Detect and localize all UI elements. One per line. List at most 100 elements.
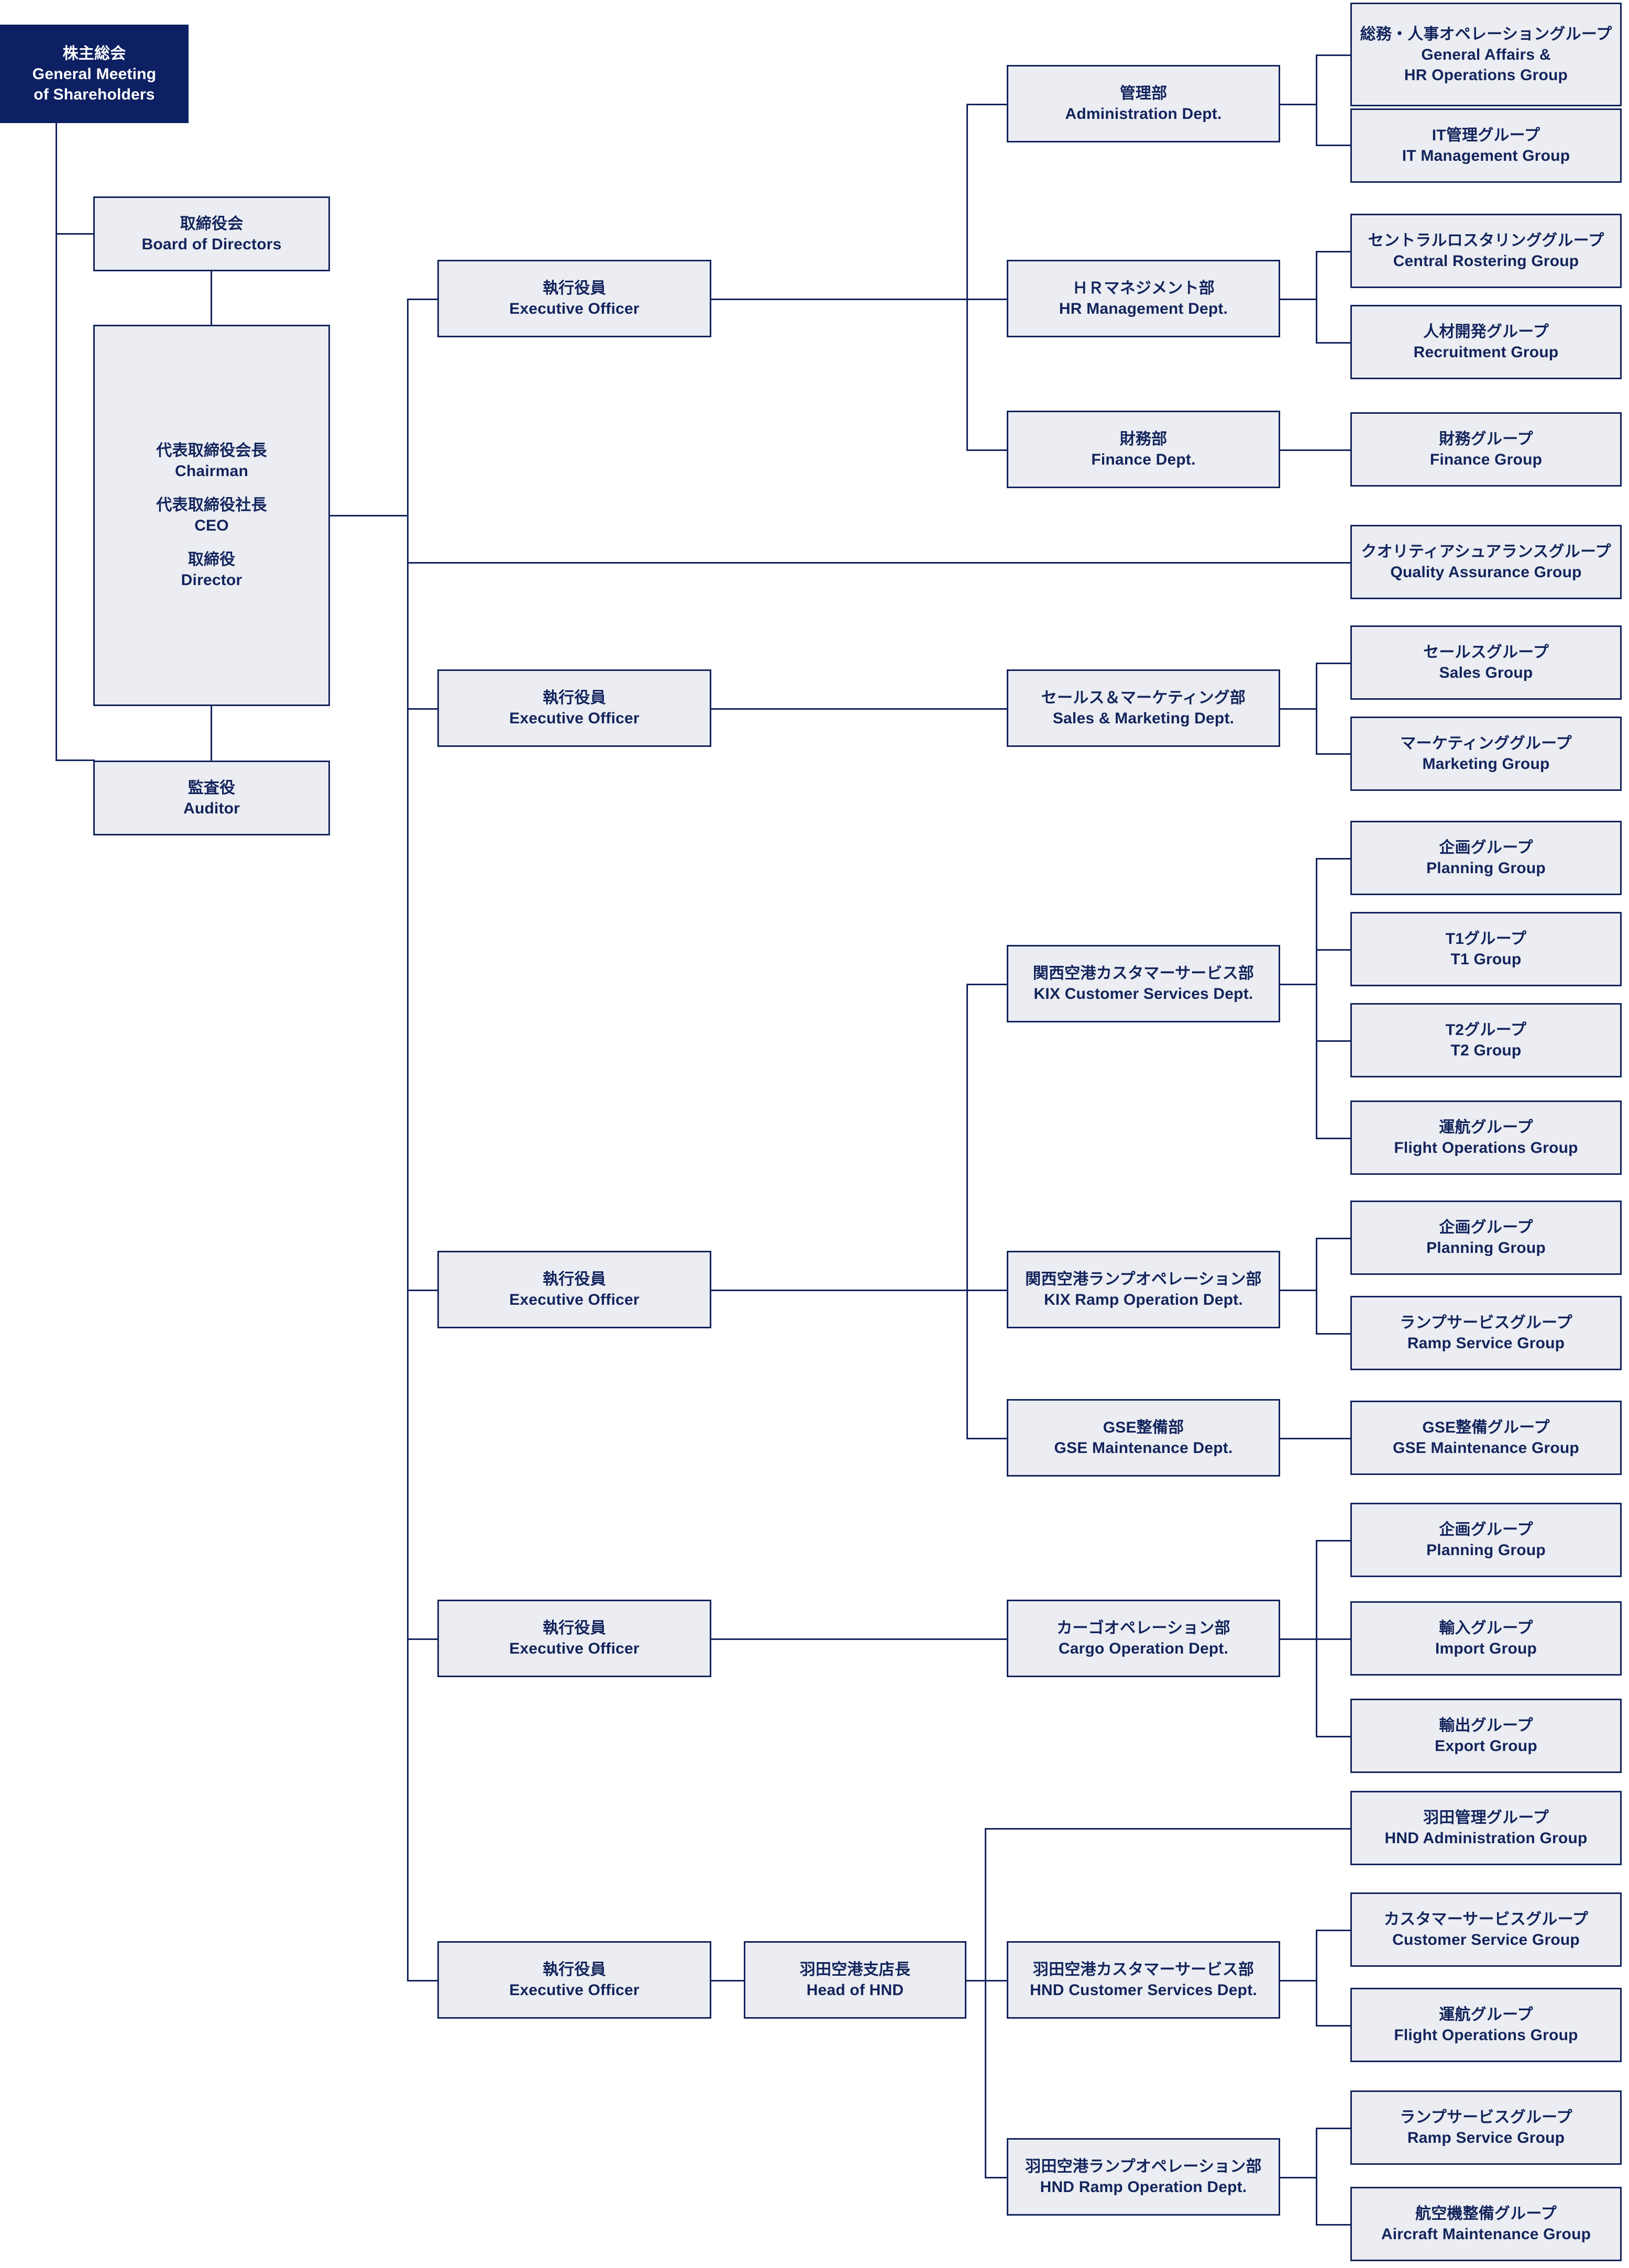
node-title-en: Executive Officer (509, 1981, 640, 1999)
node-title-en: Sales & Marketing Dept. (1052, 710, 1235, 727)
node-title-en: Import Group (1435, 1640, 1537, 1657)
node-group-t1[interactable]: T1グループ T1 Group (1350, 912, 1622, 986)
node-title-en: Flight Operations Group (1394, 1139, 1578, 1157)
connector-officer-2-in (407, 708, 438, 710)
node-title-jp: 管理部 (1119, 85, 1168, 102)
node-dept-kix-customer-services[interactable]: 関西空港カスタマーサービス部 KIX Customer Services Dep… (1007, 945, 1280, 1022)
node-dept-hr-management[interactable]: ＨＲマネジメント部 HR Management Dept. (1007, 260, 1280, 337)
node-head-of-hnd[interactable]: 羽田空港支店長 Head of HND (744, 1941, 966, 2019)
connector-officer-1-in (407, 299, 438, 300)
node-title-jp: 執行役員 (543, 1961, 606, 1978)
node-general-meeting-of-shareholders[interactable]: 株主総会 General Meeting of Shareholders (0, 25, 189, 123)
connector-hnd-admin-in (985, 1828, 1351, 1830)
node-executive-officer-3[interactable]: 執行役員 Executive Officer (437, 1251, 711, 1328)
node-auditor[interactable]: 監査役 Auditor (93, 761, 330, 835)
node-title-jp: 財務グループ (1439, 431, 1533, 448)
node-group-hnd-administration[interactable]: 羽田管理グループ HND Administration Group (1350, 1791, 1622, 1865)
node-executive-officer-4[interactable]: 執行役員 Executive Officer (437, 1600, 711, 1677)
node-dept-hnd-ramp-operation[interactable]: 羽田空港ランプオペレーション部 HND Ramp Operation Dept. (1007, 2138, 1280, 2216)
node-executive-officer-2[interactable]: 執行役員 Executive Officer (437, 669, 711, 747)
node-dept-gse-maintenance[interactable]: GSE整備部 GSE Maintenance Dept. (1007, 1399, 1280, 1477)
connector-group-13-in (1316, 1238, 1351, 1239)
node-title-jp: カーゴオペレーション部 (1056, 1620, 1230, 1637)
node-title-en: Flight Operations Group (1394, 2027, 1578, 2044)
node-title-en: IT Management Group (1402, 147, 1570, 164)
node-group-cargo-planning[interactable]: 企画グループ Planning Group (1350, 1503, 1622, 1577)
node-group-general-affairs-hr-operations[interactable]: 総務・人事オペレーショングループ General Affairs & HR Op… (1350, 3, 1622, 106)
connector-dept-2-bus (1316, 251, 1317, 343)
node-executive-officer-1[interactable]: 執行役員 Executive Officer (437, 260, 711, 337)
node-group-kix-ramp-planning[interactable]: 企画グループ Planning Group (1350, 1201, 1622, 1275)
node-group-it-management[interactable]: IT管理グループ IT Management Group (1350, 108, 1622, 183)
connector-group-12-in (1316, 1138, 1351, 1139)
node-group-recruitment[interactable]: 人材開発グループ Recruitment Group (1350, 305, 1622, 379)
node-group-sales[interactable]: セールスグループ Sales Group (1350, 625, 1622, 700)
node-title-en: Executive Officer (509, 1291, 640, 1308)
node-group-gse-maintenance[interactable]: GSE整備グループ GSE Maintenance Group (1350, 1401, 1622, 1475)
node-executive-leadership[interactable]: 代表取締役会長 Chairman 代表取締役社長 CEO 取締役 Directo… (93, 325, 330, 706)
node-group-t2[interactable]: T2グループ T2 Group (1350, 1003, 1622, 1077)
node-dept-finance[interactable]: 財務部 Finance Dept. (1007, 411, 1280, 488)
node-group-finance[interactable]: 財務グループ Finance Group (1350, 412, 1622, 487)
node-group-aircraft-maintenance[interactable]: 航空機整備グループ Aircraft Maintenance Group (1350, 2187, 1622, 2261)
connector-root-to-board (56, 233, 95, 235)
connector-officer-3-in (407, 1290, 438, 1291)
connector-dept-3-in (966, 449, 1008, 451)
node-group-kix-planning[interactable]: 企画グループ Planning Group (1350, 821, 1622, 895)
connector-officer-2-out (711, 708, 1008, 710)
node-title-jp: セールスグループ (1423, 644, 1549, 661)
connector-dept-2-out (1280, 299, 1317, 300)
connector-dept-5-in (966, 984, 1008, 985)
node-group-quality-assurance[interactable]: クオリティアシュアランスグループ Quality Assurance Group (1350, 525, 1622, 599)
connector-dept-6-in (966, 1290, 1008, 1291)
node-title-en-line2: of Shareholders (34, 85, 155, 103)
node-title-en: T1 Group (1450, 951, 1522, 968)
node-group-kix-ramp-service[interactable]: ランプサービスグループ Ramp Service Group (1350, 1296, 1622, 1370)
node-dept-hnd-customer-services[interactable]: 羽田空港カスタマーサービス部 HND Customer Services Dep… (1007, 1941, 1280, 2019)
node-board-of-directors[interactable]: 取締役会 Board of Directors (93, 196, 330, 271)
connector-dept-10-bus (1316, 2128, 1317, 2225)
connector-officer-4-out (711, 1638, 1008, 1640)
node-title-en: HR Management Dept. (1059, 300, 1228, 317)
node-group-marketing[interactable]: マーケティンググループ Marketing Group (1350, 717, 1622, 791)
node-title-en: Board of Directors (141, 235, 282, 253)
node-group-kix-flight-operations[interactable]: 運航グループ Flight Operations Group (1350, 1100, 1622, 1175)
node-group-hnd-ramp-service[interactable]: ランプサービスグループ Ramp Service Group (1350, 2090, 1622, 2165)
node-executive-officer-5[interactable]: 執行役員 Executive Officer (437, 1941, 711, 2019)
connector-dept-7-out (1280, 1438, 1351, 1439)
node-title-jp: 運航グループ (1439, 1119, 1533, 1136)
node-group-import[interactable]: 輸入グループ Import Group (1350, 1601, 1622, 1676)
node-title-en: HND Administration Group (1384, 1830, 1588, 1847)
node-dept-kix-ramp-operation[interactable]: 関西空港ランプオペレーション部 KIX Ramp Operation Dept. (1007, 1251, 1280, 1328)
connector-dept-7-in (966, 1438, 1008, 1439)
connector-dept-5-out (1280, 984, 1317, 985)
node-dept-administration[interactable]: 管理部 Administration Dept. (1007, 65, 1280, 142)
node-title-jp: マーケティンググループ (1400, 735, 1572, 752)
node-title-en: Planning Group (1426, 1239, 1546, 1257)
node-dept-cargo-operation[interactable]: カーゴオペレーション部 Cargo Operation Dept. (1007, 1600, 1280, 1677)
node-group-hnd-customer-service[interactable]: カスタマーサービスグループ Customer Service Group (1350, 1892, 1622, 1967)
node-group-hnd-flight-operations[interactable]: 運航グループ Flight Operations Group (1350, 1988, 1622, 2062)
connector-dept-4-out (1280, 708, 1317, 710)
connector-qa-group-in (407, 562, 1351, 564)
node-dept-sales-marketing[interactable]: セールス＆マーケティング部 Sales & Marketing Dept. (1007, 669, 1280, 747)
connector-dept-3-out (1280, 449, 1351, 451)
node-title-en: Finance Group (1429, 451, 1543, 468)
node-title-jp: 執行役員 (543, 689, 606, 707)
node-group-export[interactable]: 輸出グループ Export Group (1350, 1699, 1622, 1773)
connector-officer-5-out (711, 1980, 745, 1981)
connector-dept-10-in (985, 2177, 1008, 2178)
node-title-jp: 関西空港カスタマーサービス部 (1032, 965, 1254, 982)
connector-group-11-in (1316, 1040, 1351, 1042)
connector-dept-1-out (1280, 104, 1317, 105)
ceo-label-jp: 代表取締役社長 (156, 497, 267, 514)
node-title-en: GSE Maintenance Dept. (1054, 1439, 1233, 1457)
connector-officer-4-in (407, 1638, 438, 1640)
node-title-jp: セールス＆マーケティング部 (1041, 689, 1246, 707)
node-group-central-rostering[interactable]: セントラルロスタリンググループ Central Rostering Group (1350, 214, 1622, 288)
node-title-jp: 企画グループ (1439, 1219, 1533, 1236)
node-title-en-line1: General Meeting (32, 65, 157, 83)
connector-group-14-in (1316, 1333, 1351, 1335)
connector-officer-spine (407, 299, 409, 1980)
